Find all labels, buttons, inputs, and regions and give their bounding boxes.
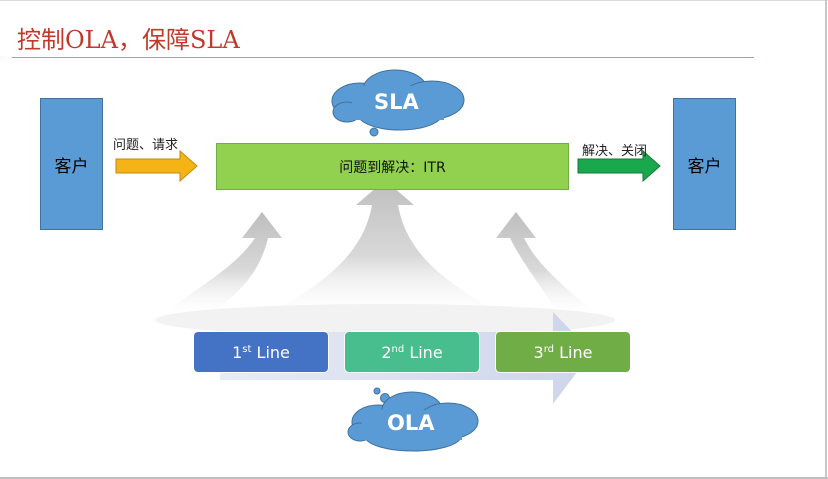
third-line-word: Line (559, 342, 593, 362)
request-arrow (115, 149, 198, 183)
frame-top-border (0, 0, 828, 1)
third-line-suffix: rd (543, 343, 555, 355)
resolve-arrow (577, 149, 661, 183)
third-line-number: 3 (533, 342, 544, 362)
resolve-label: 解决、关闭 (582, 144, 648, 159)
second-line-number: 2 (381, 342, 392, 362)
support-arrows (155, 180, 615, 336)
left-customer-label: 客户 (54, 156, 89, 177)
right-customer-box: 客户 (673, 98, 736, 230)
slide-title: 控制OLA，保障SLA (17, 26, 240, 54)
frame-right-border (825, 0, 827, 479)
left-customer-box: 客户 (40, 98, 103, 230)
itr-process-bar: 问题到解决：ITR (216, 143, 569, 190)
itr-process-label: 问题到解决：ITR (339, 159, 446, 176)
ola-label: OLA (387, 411, 435, 435)
first-line-number: 1 (232, 342, 243, 362)
sla-label: SLA (374, 90, 419, 114)
first-line-word: Line (256, 342, 290, 362)
second-line-suffix: nd (391, 343, 405, 355)
title-underline (12, 57, 754, 58)
frame-bottom-border (0, 477, 828, 479)
right-customer-label: 客户 (687, 156, 722, 177)
request-label: 问题、请求 (113, 138, 179, 153)
second-line-word: Line (409, 342, 443, 362)
first-line-suffix: st (242, 343, 252, 355)
